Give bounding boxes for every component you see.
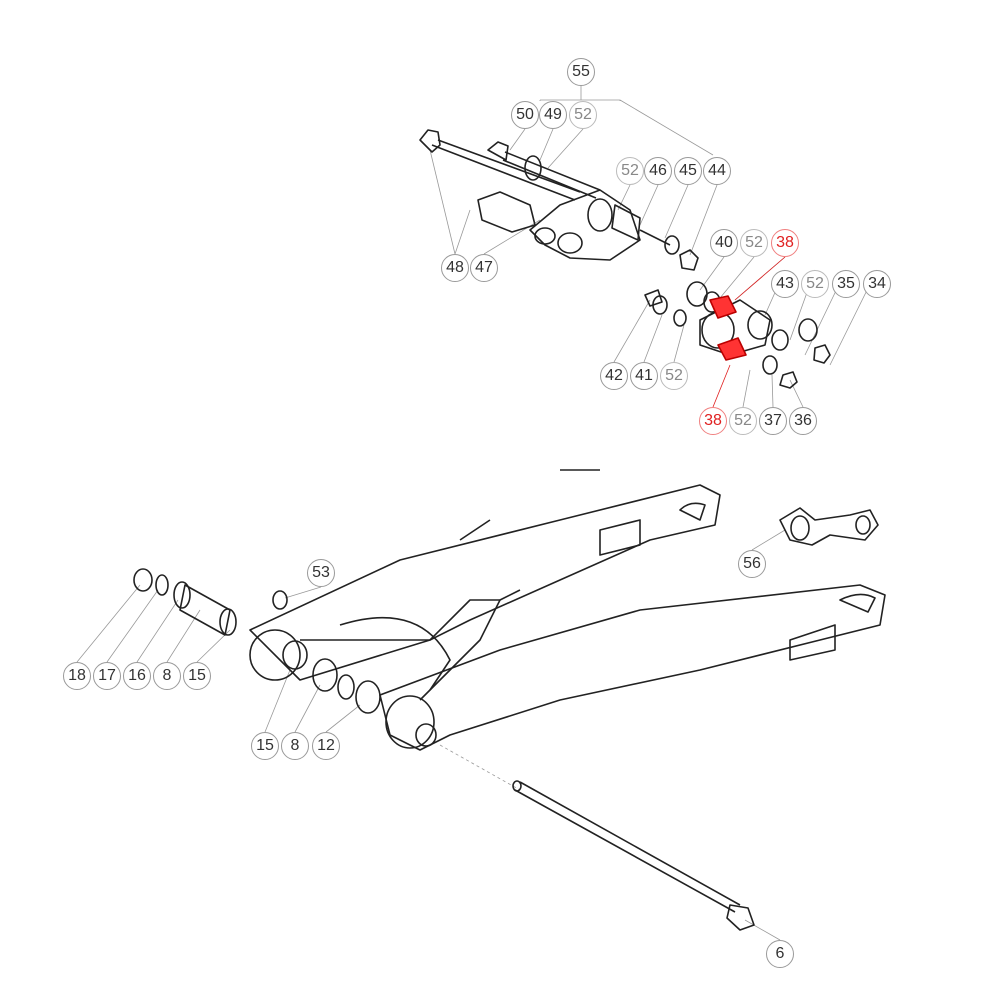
part-callout[interactable]: 55: [567, 58, 595, 86]
part-callout[interactable]: 52: [729, 407, 757, 435]
swingarm: [249, 469, 886, 751]
part-callout[interactable]: 52: [740, 229, 768, 257]
part-callout[interactable]: 37: [759, 407, 787, 435]
part-callout[interactable]: 8: [281, 732, 309, 760]
part-callout[interactable]: 17: [93, 662, 121, 690]
part-callout[interactable]: 34: [863, 270, 891, 298]
part-callout[interactable]: 46: [644, 157, 672, 185]
part-callout[interactable]: 48: [441, 254, 469, 282]
part-callout[interactable]: 49: [539, 101, 567, 129]
part-callout[interactable]: 15: [251, 732, 279, 760]
linkage-lower: [644, 281, 831, 389]
leader-lines: [76, 86, 878, 941]
highlighted-bearings-38: [709, 295, 747, 361]
axle-part-6: [512, 780, 755, 931]
pivot-parts: [133, 568, 381, 714]
part-callout[interactable]: 50: [511, 101, 539, 129]
part-callout[interactable]: 53: [307, 559, 335, 587]
linkage-upper: [419, 129, 699, 271]
part-callout[interactable]: 45: [674, 157, 702, 185]
part-callout[interactable]: 12: [312, 732, 340, 760]
part-callout[interactable]: 52: [616, 157, 644, 185]
part-callout[interactable]: 56: [738, 550, 766, 578]
part-callout[interactable]: 43: [771, 270, 799, 298]
part-callout[interactable]: 36: [789, 407, 817, 435]
part-callout[interactable]: 8: [153, 662, 181, 690]
part-callout[interactable]: 35: [832, 270, 860, 298]
part-callout[interactable]: 40: [710, 229, 738, 257]
part-callout[interactable]: 15: [183, 662, 211, 690]
part-callout[interactable]: 52: [801, 270, 829, 298]
part-callout[interactable]: 47: [470, 254, 498, 282]
part-callout[interactable]: 18: [63, 662, 91, 690]
part-callout[interactable]: 16: [123, 662, 151, 690]
part-callout-highlighted[interactable]: 38: [699, 407, 727, 435]
dogbone-part-56: [779, 507, 879, 546]
part-callout[interactable]: 42: [600, 362, 628, 390]
part-callout[interactable]: 41: [630, 362, 658, 390]
part-callout[interactable]: 6: [766, 940, 794, 968]
part-callout-highlighted[interactable]: 38: [771, 229, 799, 257]
part-callout[interactable]: 44: [703, 157, 731, 185]
part-callout[interactable]: 52: [569, 101, 597, 129]
part-callout[interactable]: 52: [660, 362, 688, 390]
